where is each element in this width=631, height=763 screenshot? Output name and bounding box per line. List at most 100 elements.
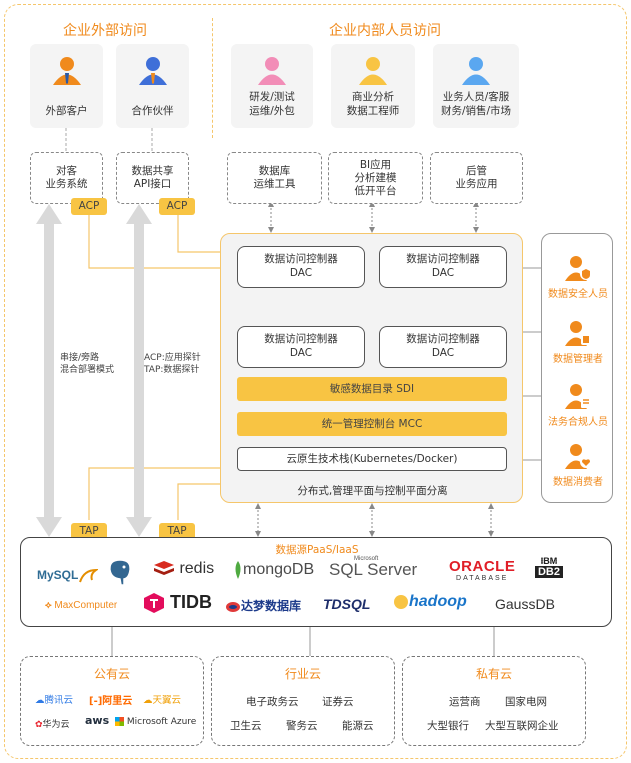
industry-cloud-box: 行业云 电子政务云 证券云 卫生云 警务云 能源云: [211, 656, 395, 746]
hadoop-logo: hadoop: [393, 593, 467, 611]
user-label: 业务人员/客服 财务/销售/市场: [440, 91, 512, 117]
dac-box: 数据访问控制器 DAC: [237, 246, 365, 288]
acp-tag: ACP: [159, 198, 195, 215]
stack-bar: 云原生技术栈(Kubernetes/Docker): [237, 447, 507, 471]
internal-title: 企业内部人员访问: [329, 23, 441, 39]
tidb-text: TIDB: [170, 592, 213, 612]
private-cloud-item: 国家电网: [505, 696, 547, 708]
industry-cloud-title: 行业云: [284, 667, 321, 681]
user-group-icon: [462, 57, 490, 85]
system-box: 后管 业务应用: [430, 152, 523, 204]
dac-box: 数据访问控制器 DAC: [237, 326, 365, 368]
manager-person-icon: [565, 321, 591, 346]
user-label: 商业分析 数据工程师: [346, 91, 400, 117]
tdsql-logo: TDSQL: [323, 596, 370, 612]
system-box: 数据共享 API接口: [116, 152, 189, 204]
gaussdb-logo: GaussDB: [495, 596, 555, 612]
system-label: 数据库 运维工具: [253, 165, 296, 190]
tdsql-text: TDSQL: [323, 596, 371, 612]
huawei-cloud-logo: ✿华为云: [35, 720, 70, 730]
user-group-icon: [258, 57, 286, 85]
redis-logo: redis: [153, 560, 214, 578]
dameng-icon: [226, 601, 240, 612]
tap-tag: TAP: [159, 523, 195, 540]
industry-cloud-item: 证券云: [322, 696, 354, 708]
consumer-person-icon: [565, 444, 592, 469]
tencent-cloud-logo: ☁腾讯云: [35, 695, 74, 706]
oracle-text: ORACLE: [449, 558, 516, 575]
user-card-analyst: 商业分析 数据工程师: [331, 44, 415, 128]
aws-logo: aws: [85, 714, 110, 727]
role-label: 数据消费者: [553, 477, 603, 488]
hadoop-text: hadoop: [409, 593, 467, 610]
role-consumer: 数据消费者: [542, 442, 614, 488]
tianyi-cloud-logo: ☁天翼云: [143, 695, 182, 706]
user-label: 研发/测试 运维/外包: [249, 91, 295, 117]
microsoft-small-text: Microsoft: [354, 556, 379, 562]
system-label: BI应用 分析建模 低开平台: [354, 158, 397, 197]
mongodb-leaf-icon: [235, 561, 241, 579]
deploy-mode-note: 串接/旁路 混合部署模式: [60, 353, 115, 375]
system-label: 数据共享 API接口: [131, 165, 174, 190]
probe-note: ACP:应用探针 TAP:数据探针: [144, 353, 201, 375]
core-platform: 数据访问控制器 DAC 数据访问控制器 DAC 数据访问控制器 DAC 数据访问…: [220, 233, 523, 503]
user-card-external-customer: 外部客户: [30, 44, 103, 128]
private-cloud-item: 运营商: [449, 696, 481, 708]
role-legal: 法务合规人员: [542, 382, 614, 428]
industry-cloud-item: 能源云: [342, 720, 374, 732]
postgresql-elephant-icon: [109, 559, 131, 586]
redis-text: redis: [179, 560, 215, 578]
maxcompute-logo: ⟡ MaxComputer: [45, 600, 118, 611]
acp-tag: ACP: [71, 198, 107, 215]
tap-tag: TAP: [71, 523, 107, 540]
tidb-logo: TIDB: [143, 592, 212, 614]
dameng-text: 达梦数据库: [241, 599, 302, 613]
ibm-db2-logo: IBM DB2: [535, 556, 563, 578]
dolphin-icon: [79, 568, 100, 583]
datasource-panel: 数据源PaaS/IaaS MySQL redis mongoDB Microso…: [20, 537, 612, 627]
mysql-text: MySQL: [37, 568, 79, 582]
system-box: BI应用 分析建模 低开平台: [328, 152, 423, 204]
private-cloud-item: 大型银行: [427, 720, 469, 732]
maxcompute-text: MaxComputer: [54, 600, 118, 611]
dac-box: 数据访问控制器 DAC: [379, 246, 507, 288]
role-security: 数据安全人员: [542, 254, 614, 300]
sqlserver-logo: Microsoft SQL Server: [329, 556, 417, 580]
industry-cloud-item: 警务云: [286, 720, 318, 732]
user-card-business: 业务人员/客服 财务/销售/市场: [433, 44, 519, 128]
redis-cube-icon: [154, 561, 174, 575]
role-label: 数据管理者: [553, 354, 603, 365]
aliyun-logo: [-]阿里云: [89, 696, 133, 707]
gaussdb-text: GaussDB: [495, 596, 555, 612]
user-card-dev-ops: 研发/测试 运维/外包: [231, 44, 313, 128]
private-cloud-title: 私有云: [475, 667, 512, 681]
sdi-bar: 敏感数据目录 SDI: [237, 377, 507, 401]
mcc-bar: 统一管理控制台 MCC: [237, 412, 507, 436]
datasource-title: 数据源PaaS/IaaS: [275, 544, 359, 556]
user-group-icon: [359, 57, 387, 85]
private-cloud-item: 大型互联网企业: [485, 720, 559, 732]
industry-cloud-item: 卫生云: [230, 720, 262, 732]
user-label: 外部客户: [45, 105, 88, 117]
mysql-logo: MySQL: [37, 568, 100, 584]
role-manager: 数据管理者: [542, 319, 614, 365]
db2-text: DB2: [535, 566, 563, 578]
system-label: 对客 业务系统: [45, 165, 88, 190]
user-label: 合作伙伴: [131, 105, 174, 117]
user-group-icon: [138, 57, 167, 85]
ibm-text: IBM: [535, 556, 563, 566]
public-cloud-box: 公有云 ☁腾讯云 [-]阿里云 ☁天翼云 ✿华为云 aws Microsoft …: [20, 656, 204, 746]
system-box: 对客 业务系统: [30, 152, 103, 204]
hadoop-elephant-icon: [394, 594, 408, 609]
core-caption: 分布式,管理平面与控制平面分离: [297, 485, 448, 497]
security-person-icon: [565, 256, 592, 281]
mongodb-text: mongoDB: [243, 561, 315, 579]
tidb-icon: [144, 593, 164, 614]
mongodb-logo: mongoDB: [233, 560, 314, 580]
user-group-icon: [52, 57, 81, 85]
system-label: 后管 业务应用: [455, 165, 498, 190]
roles-panel: 数据安全人员 数据管理者 法务合规人员 数据消费者: [541, 233, 613, 503]
system-box: 数据库 运维工具: [227, 152, 322, 204]
public-cloud-title: 公有云: [93, 667, 130, 681]
dameng-logo: 达梦数据库: [225, 597, 301, 614]
